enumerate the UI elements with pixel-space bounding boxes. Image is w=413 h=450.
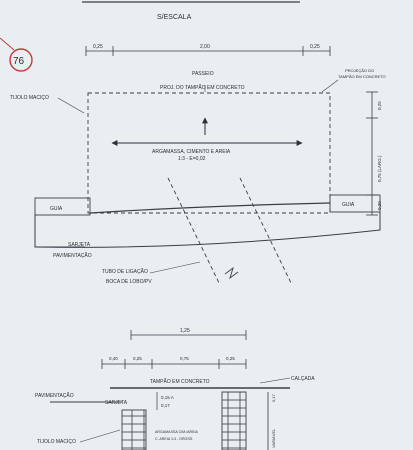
- section-mortar-2: C. AREIA 1:3 - GROSS.: [155, 437, 193, 441]
- mortar-label-1: ARGAMASSA, CIMENTO E AREIA: [152, 149, 231, 155]
- plan-top-dimension: [85, 46, 331, 56]
- lid-dim-a: 0,15 A: [161, 395, 174, 400]
- section-lid-label: TAMPÃO EM CONCRETO: [150, 378, 210, 385]
- dim-center: 2,00: [200, 44, 210, 50]
- section-dim-3: 0,75: [180, 356, 189, 361]
- pipe-label-1: TUBO DE LIGAÇÃO: [102, 268, 148, 275]
- sheet-number-leader: [0, 37, 15, 51]
- lid-projection-label: PROJ. DO TAMPÃO EM CONCRETO: [160, 84, 245, 91]
- solid-brick-label: TIJOLO MACIÇO: [10, 95, 49, 101]
- section-right-wall: [221, 391, 247, 450]
- vdim-middle: 0,75 (LARG.): [377, 155, 382, 182]
- lid-dim-b: 0,17: [161, 403, 170, 408]
- section-solid-brick-label: TIJOLO MACIÇO: [37, 439, 76, 445]
- left-curb: [34, 197, 91, 216]
- sidewalk-leader: [259, 377, 291, 384]
- scale-note: S/ESCALA: [157, 14, 192, 21]
- right-curb: [329, 194, 381, 213]
- section-dim-1: 0,40: [109, 356, 118, 361]
- sheet-number-circle: [9, 48, 33, 72]
- pipe-break-mark: [224, 266, 239, 280]
- section-dim-2: 0,25: [133, 356, 142, 361]
- section-paving-label: PAVIMENTAÇÃO: [35, 392, 74, 399]
- section-total-dimension: [130, 330, 247, 340]
- lid-projection-note-leader: [321, 79, 339, 93]
- section-dimensions: [101, 359, 247, 369]
- section-right-vertical: VARIÁVEL: [271, 428, 276, 448]
- pipe-right-edge: [239, 177, 293, 286]
- mortar-label-2: 1:3 - E=0,02: [178, 156, 206, 162]
- passeio-label: PASSEIO: [192, 71, 214, 77]
- gutter-top-line: [89, 202, 331, 214]
- solid-brick-leader: [57, 97, 85, 114]
- section-total-width: 1,25: [180, 328, 190, 334]
- sidewalk-label: CALÇADA: [291, 376, 315, 382]
- vdim-top: 0,25: [377, 101, 382, 110]
- lid-projection-note-2: TAMPÃO EM CONCRETO: [338, 74, 386, 79]
- left-curb-label: GUIA: [50, 206, 63, 212]
- lid-projection-note-1: PROJEÇÃO DO: [345, 68, 374, 73]
- gutter-label: SARJETA: [68, 242, 91, 248]
- pipe-label-2: BOCA DE LOBO/PV: [106, 279, 152, 285]
- pipe-left-edge: [167, 177, 221, 286]
- section-solid-brick-leader: [79, 429, 121, 443]
- right-curb-label: GUIA: [342, 202, 355, 208]
- section-gutter-label: SARJETA: [105, 400, 128, 406]
- dim-right-margin: 0,25: [310, 44, 320, 50]
- paving-label: PAVIMENTAÇÃO: [53, 252, 92, 259]
- vdim-bottom: 0,20: [377, 201, 382, 210]
- lid-projection-box: [87, 92, 331, 214]
- section-left-wall: [121, 409, 147, 450]
- section-mortar-1: ARGAMASSA CIM./AREIA: [155, 430, 199, 434]
- section-dim-4: 0,25: [226, 356, 235, 361]
- pipe-leader: [149, 261, 201, 274]
- dim-left-margin: 0,25: [93, 44, 103, 50]
- sheet-number: 76: [13, 56, 25, 67]
- section-right-dim: 0,17: [271, 393, 276, 402]
